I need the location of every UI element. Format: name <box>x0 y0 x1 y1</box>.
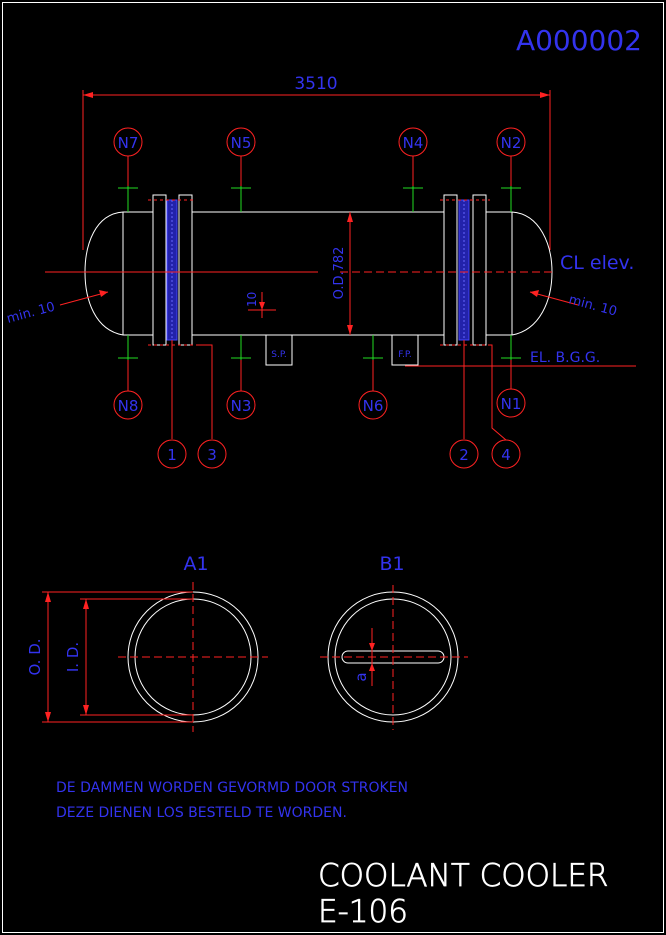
od-dimension <box>347 212 353 335</box>
nozzle-n1: N1 <box>496 388 526 418</box>
support-left-label: S.P. <box>271 350 286 360</box>
nozzle-n2: N2 <box>496 127 526 157</box>
od-dimension-label: O.D.782 <box>332 247 347 300</box>
item-4-label: 4 <box>501 446 511 464</box>
flange-dashed-lines <box>148 199 492 346</box>
nozzle-n4-label: N4 <box>403 134 424 152</box>
vessel-shell <box>84 194 553 346</box>
item-callout-1: 1 <box>157 439 187 469</box>
nozzle-n7-label: N7 <box>118 134 139 152</box>
od-label: O. D. <box>26 638 44 675</box>
min-right-label: min. 10 <box>567 292 619 319</box>
id-label: I. D. <box>64 642 82 672</box>
nozzle-n8: N8 <box>113 390 143 420</box>
centerline-label: CL elev. <box>560 252 634 274</box>
title-line-2: E-106 <box>318 894 408 930</box>
section-a-title: A1 <box>183 553 208 575</box>
tube-sheet-right <box>458 199 470 341</box>
note-line-2: DEZE DIENEN LOS BESTELD TE WORDEN. <box>56 805 347 821</box>
drawing-number: A000002 <box>516 24 642 57</box>
nozzle-n3: N3 <box>226 390 256 420</box>
nozzle-stubs <box>118 186 521 360</box>
section-b-title: B1 <box>379 553 404 575</box>
item-2-label: 2 <box>459 446 469 464</box>
section-b-gap-dimension <box>369 628 375 686</box>
dim-10-label: 10 <box>245 292 259 307</box>
tube-sheet-left <box>166 199 178 341</box>
gap-a-label: a <box>352 672 370 681</box>
nozzle-n8-label: N8 <box>118 397 139 415</box>
min-right-marker <box>529 290 579 306</box>
nozzle-n4: N4 <box>398 127 428 157</box>
item-callout-2: 2 <box>449 439 479 469</box>
nozzle-n7: N7 <box>113 127 143 157</box>
item-leaders <box>171 340 507 441</box>
section-a-dimensions <box>42 591 193 723</box>
nozzle-n3-label: N3 <box>231 397 252 415</box>
nozzle-n6: N6 <box>358 390 388 420</box>
nozzle-n6-label: N6 <box>363 397 384 415</box>
section-a-view <box>118 582 268 732</box>
ground-label: EL. B.G.G. <box>530 350 600 366</box>
min-left-label: min. 10 <box>5 300 57 327</box>
support-left <box>265 334 293 366</box>
nozzle-n5-label: N5 <box>231 134 252 152</box>
nozzle-n1-label: N1 <box>501 395 522 413</box>
nozzle-n2-label: N2 <box>501 134 522 152</box>
item-callout-3: 3 <box>197 439 227 469</box>
overall-length-label: 3510 <box>294 74 337 94</box>
item-3-label: 3 <box>207 446 217 464</box>
section-b-view <box>320 585 468 730</box>
title-line-1: COOLANT COOLER <box>318 858 608 894</box>
dim-10-marker <box>248 292 276 318</box>
item-callout-4: 4 <box>491 439 521 469</box>
support-right-label: F.P. <box>398 350 411 360</box>
overall-length-dimension <box>82 90 551 250</box>
min-left-marker <box>59 290 109 306</box>
item-1-label: 1 <box>167 446 177 464</box>
nozzle-n5: N5 <box>226 127 256 157</box>
note-line-1: DE DAMMEN WORDEN GEVORMD DOOR STROKEN <box>56 780 408 796</box>
nozzle-leaders <box>127 156 512 391</box>
support-right <box>391 334 419 366</box>
